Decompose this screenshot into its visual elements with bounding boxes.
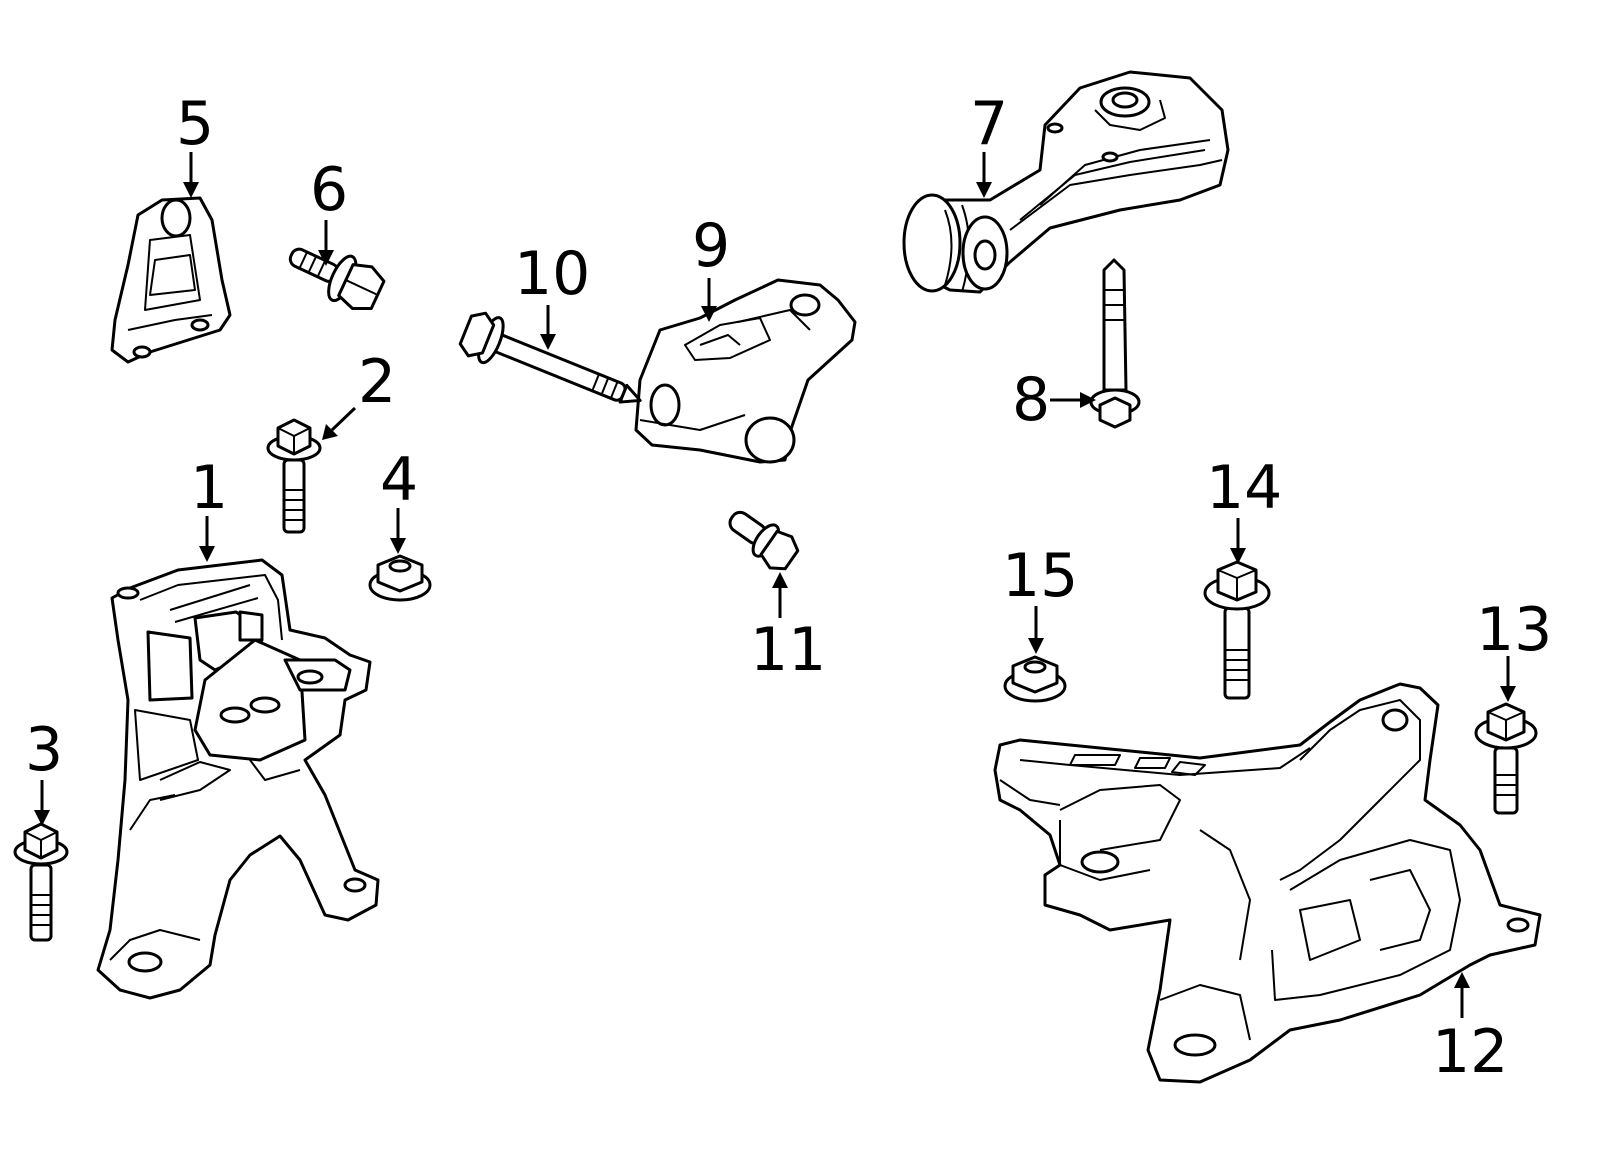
part-11-stud bbox=[728, 510, 800, 571]
part-4-nut bbox=[368, 554, 432, 602]
callout-14: 14 bbox=[1206, 453, 1283, 523]
part-1-mount-bracket bbox=[96, 558, 380, 1000]
callout-13: 13 bbox=[1476, 595, 1553, 665]
callout-7: 7 bbox=[970, 89, 1009, 159]
part-14-bolt bbox=[1203, 560, 1271, 700]
leader-arrows bbox=[34, 152, 1516, 1018]
part-15-nut bbox=[1003, 655, 1067, 703]
callout-11: 11 bbox=[750, 615, 827, 685]
part-10-bolt bbox=[458, 311, 642, 404]
part-8-bolt bbox=[1089, 258, 1141, 429]
callout-8: 8 bbox=[1012, 365, 1051, 435]
callout-12: 12 bbox=[1432, 1017, 1509, 1087]
part-2-bolt bbox=[266, 418, 322, 534]
callout-6: 6 bbox=[310, 155, 349, 225]
part-6-bolt bbox=[288, 247, 386, 311]
part-7-torque-rod bbox=[902, 70, 1230, 294]
callout-2: 2 bbox=[358, 347, 397, 417]
callout-9: 9 bbox=[692, 211, 731, 281]
callout-15: 15 bbox=[1002, 541, 1079, 611]
callout-4: 4 bbox=[380, 445, 419, 515]
part-5-bracket bbox=[110, 196, 232, 364]
part-3-bolt bbox=[13, 822, 69, 942]
callout-1: 1 bbox=[190, 453, 229, 523]
callout-5: 5 bbox=[176, 89, 215, 159]
callout-3: 3 bbox=[25, 715, 64, 785]
part-13-bolt bbox=[1474, 702, 1538, 815]
part-9-mount bbox=[634, 278, 857, 464]
part-12-mount-bracket bbox=[993, 682, 1542, 1084]
callout-10: 10 bbox=[514, 239, 591, 309]
